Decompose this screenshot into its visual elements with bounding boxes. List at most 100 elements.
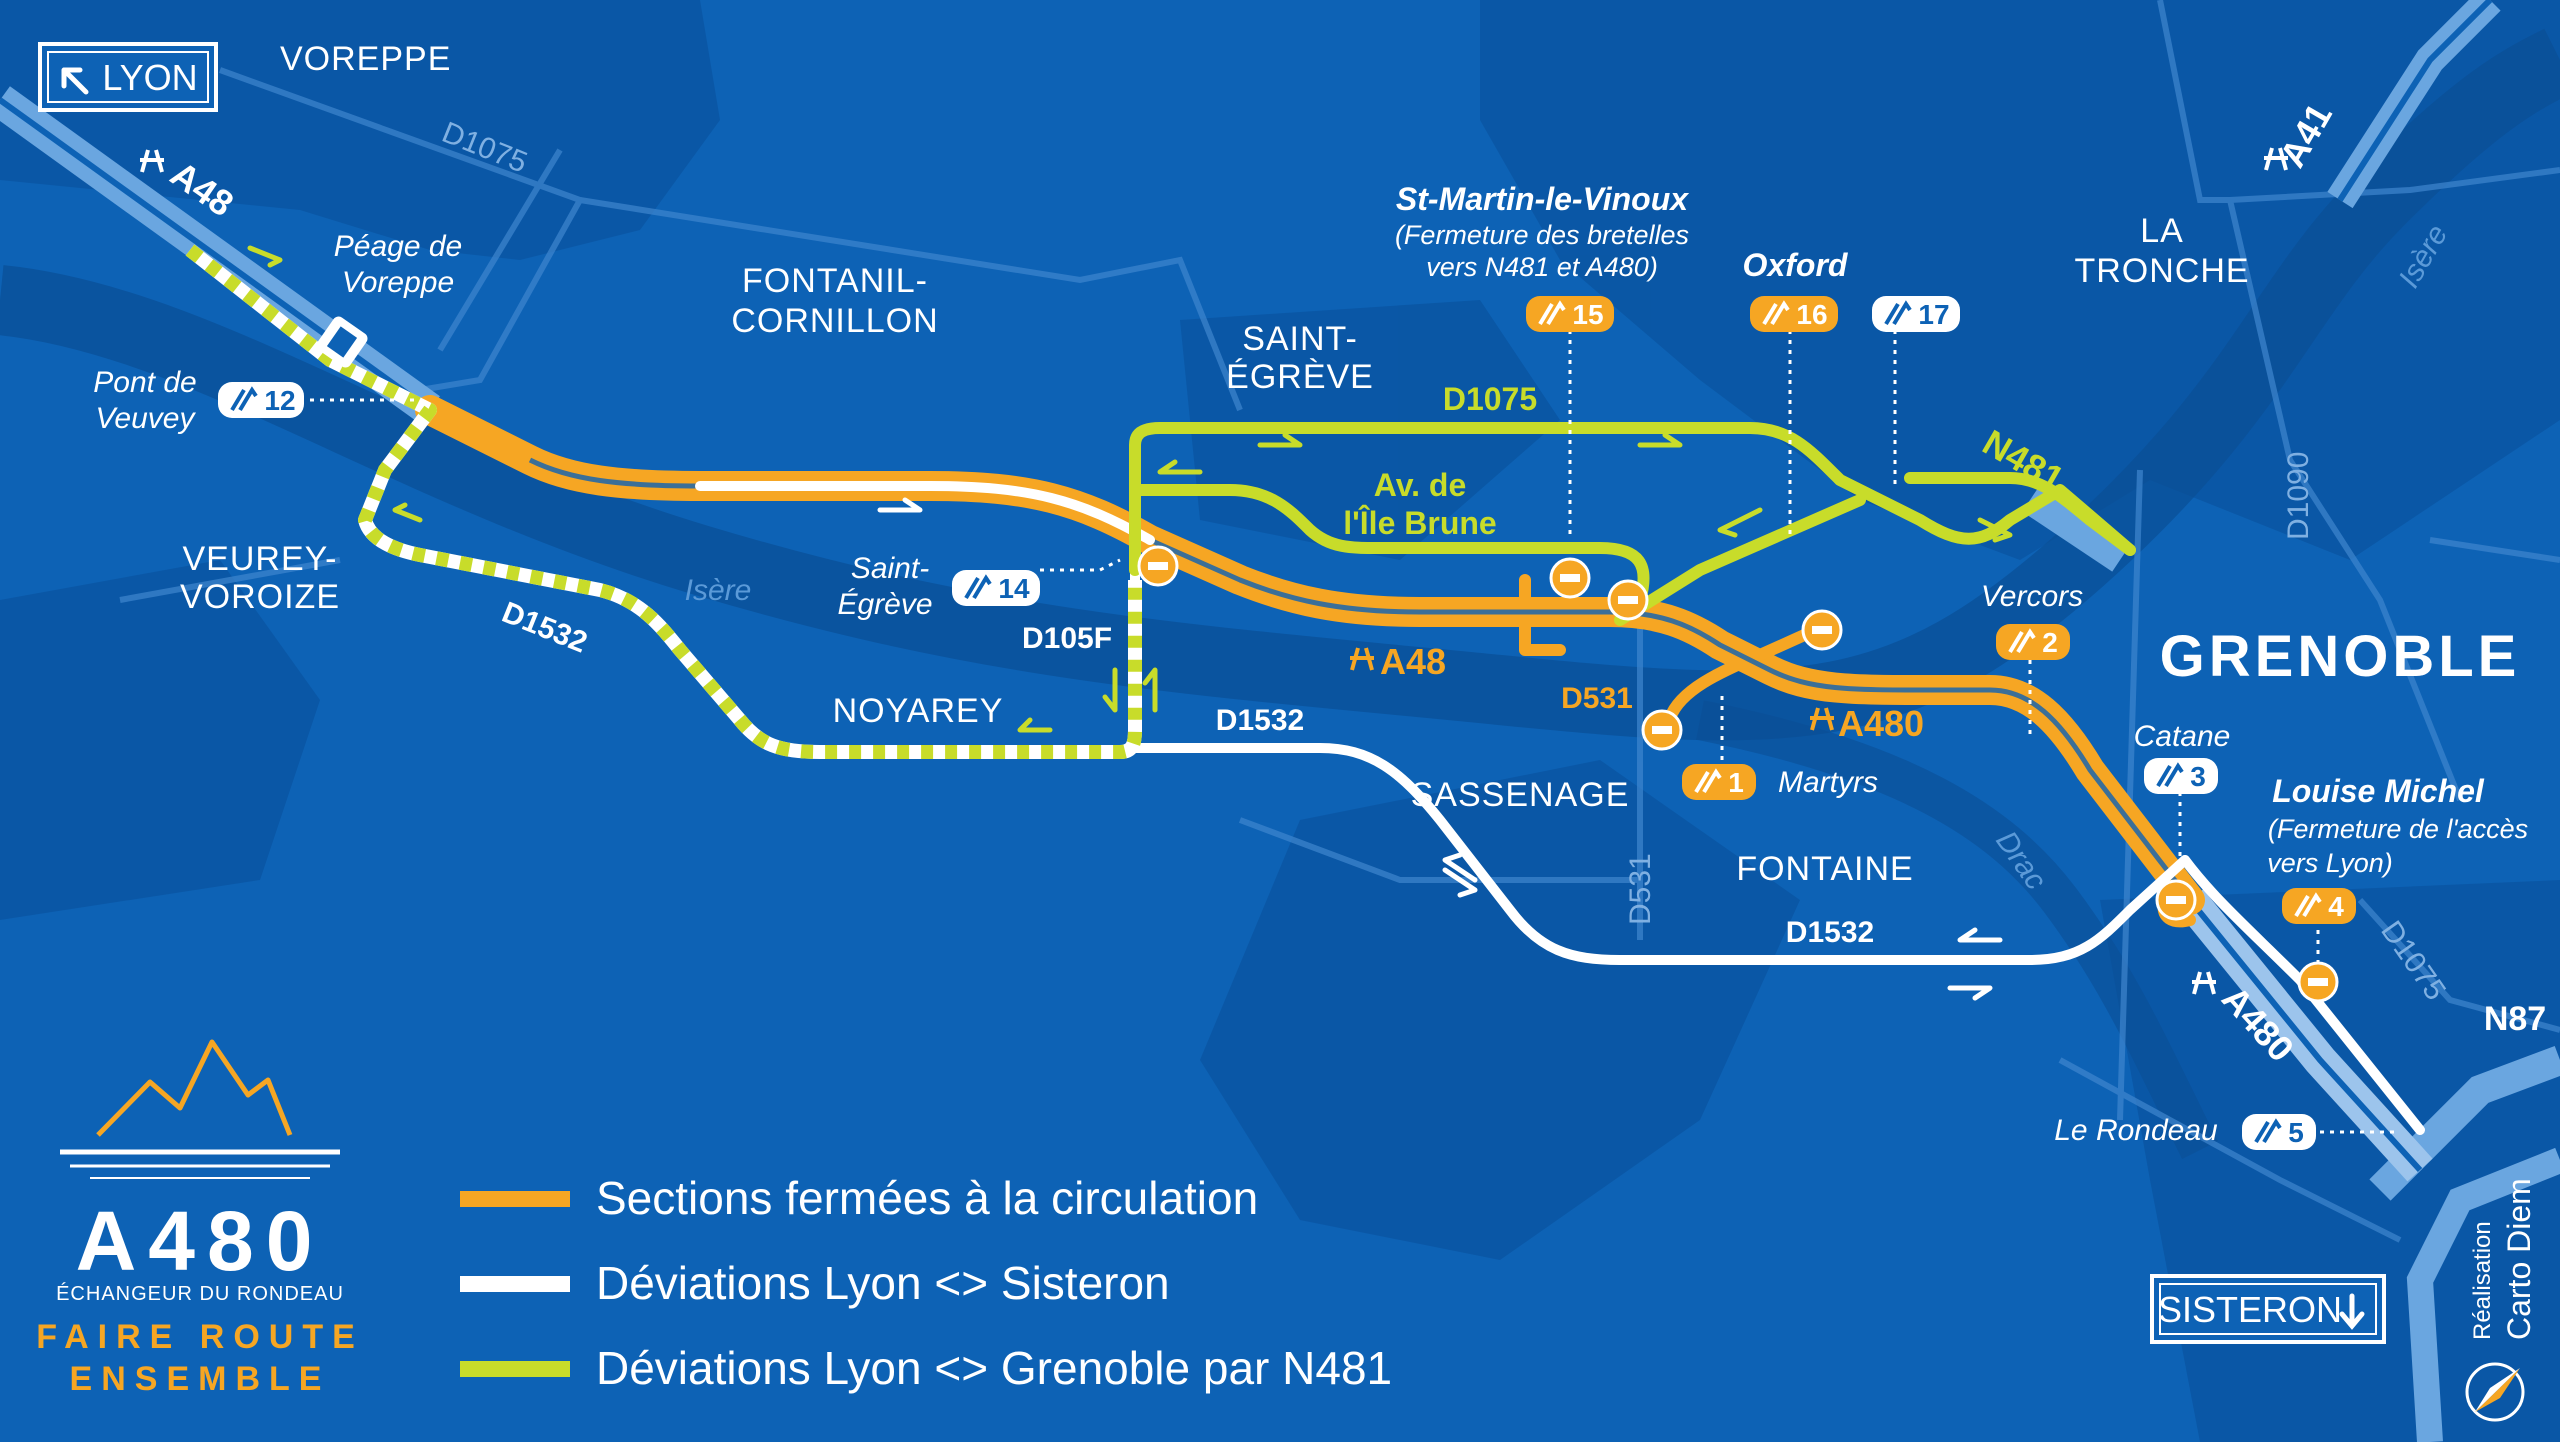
highway-icon [1810,707,1834,731]
av-ile-brune-green [1129,484,1866,626]
road-d1532-bottom: D1532 [1786,916,1874,949]
place-veurey-2: VOROIZE [180,578,340,616]
svg-text:3: 3 [2190,761,2206,792]
exit-badge-16: 16 [1750,296,1838,332]
direction-sisteron-sign: SISTERON [2150,1274,2386,1344]
drac-river [1696,700,2218,1159]
exit-badge-12: 12 [218,382,304,418]
road-d105f: D105F [1022,622,1112,655]
green-detours [1129,422,2136,626]
mountain-icon [60,1039,340,1179]
exit-icon [2156,762,2184,788]
road-d1090: D1090 [2282,452,2315,540]
road-d1075-yellow: D1075 [1443,381,1537,417]
compass-icon [2465,1362,2525,1422]
label-martyrs: Martyrs [1778,766,1878,799]
svg-text:Déviations Lyon <> Sisteron: Déviations Lyon <> Sisteron [596,1257,1170,1309]
label-st-martin: St-Martin-le-Vinoux [1396,181,1689,217]
exit-icon [2254,1118,2282,1144]
legend-item-green-detour: Déviations Lyon <> Grenoble par N481 [460,1342,1392,1394]
label-louise-note-1: (Fermeture de l'accès [2268,814,2528,844]
road-d531-vertical: D531 [1624,853,1657,925]
legend-item-white-detour: Déviations Lyon <> Sisteron [460,1257,1170,1309]
d1532-white [1130,565,2190,965]
no-entry-icon [1641,709,1683,751]
label-peage-1: Péage de [334,230,462,263]
no-entry-icon [2297,961,2339,1003]
legend-item-closed: Sections fermées à la circulation [460,1172,1258,1224]
exit-badge-14: 14 [952,570,1040,606]
place-grenoble: GRENOBLE [2160,624,2521,689]
label-st-egreve-2: Égrève [837,588,932,621]
label-st-martin-note-2: vers N481 et A480) [1426,252,1658,282]
svg-text:Déviations Lyon <> Grenoble pa: Déviations Lyon <> Grenoble par N481 [596,1342,1392,1394]
credit: Réalisation Carto Diem [2465,1178,2537,1422]
label-catane: Catane [2134,720,2231,753]
st-martin-ramps [1519,574,1566,656]
svg-text:5: 5 [2288,1117,2304,1148]
exit-icon [2008,628,2036,654]
exit-badge-3: 3 [2144,758,2218,794]
d1075-green [1129,422,2136,576]
road-n87: N87 [2484,1000,2546,1038]
toll-gate-icon [316,316,368,368]
logo-title: A480 [76,1194,325,1288]
svg-text:SISTERON: SISTERON [2158,1289,2342,1330]
road-av-ile-brune-2: l'Île Brune [1343,505,1496,541]
no-entry-icon [2155,879,2197,921]
label-louise-note-2: vers Lyon) [2267,848,2393,878]
place-la-tronche-2: TRONCHE [2074,252,2249,290]
isere-river [0,28,2560,741]
d531-closed [1664,622,1826,724]
exit-badge-15: 15 [1526,296,1614,332]
highway-icon [140,149,164,173]
label-pont-1: Pont de [93,366,196,399]
place-la-tronche-1: LA [2140,212,2184,250]
road-a480-mid: A480 [1838,703,1924,744]
label-st-martin-note-1: (Fermeture des bretelles [1395,220,1689,250]
credit-line-1: Réalisation [2469,1221,2496,1340]
no-entry-icon [1137,545,1179,587]
place-voreppe: VOREPPE [280,40,451,78]
place-saint-egreve-1: SAINT- [1242,320,1358,358]
label-pont-2: Veuvey [96,402,197,435]
svg-text:12: 12 [264,385,295,416]
svg-text:4: 4 [2328,891,2344,922]
highway-icon [2192,971,2216,995]
svg-text:16: 16 [1796,299,1827,330]
label-oxford: Oxford [1743,247,1849,283]
exit-icon [1538,300,1566,326]
exit-icon [964,574,992,600]
label-louise-michel: Louise Michel [2272,773,2485,809]
exit-badge-17: 17 [1872,296,1960,332]
no-entry-icon [1801,609,1843,651]
exit-badge-1: 1 [1682,764,1756,800]
svg-text:14: 14 [998,573,1030,604]
highway-icon [1350,647,1374,671]
exit-icon [1762,300,1790,326]
arrow-down-icon [2339,1293,2365,1330]
white-detours [695,481,2425,1135]
svg-text:1: 1 [1728,767,1744,798]
exit-icon [1694,768,1722,794]
svg-text:Sections fermées à la circulat: Sections fermées à la circulation [596,1172,1258,1224]
svg-text:15: 15 [1572,299,1603,330]
n481-continuation [2022,488,2128,572]
place-veurey-1: VEUREY- [182,540,337,578]
svg-text:2: 2 [2042,627,2058,658]
label-st-egreve-1: Saint- [851,552,929,585]
credit-line-2: Carto Diem [2501,1178,2537,1340]
exit-badge-2: 2 [1996,624,2070,660]
highway-icon [2264,147,2288,171]
road-a48-mid: A48 [1380,641,1446,682]
place-noyarey: NOYAREY [833,692,1004,730]
n481-green [1904,472,2136,556]
logo-subtitle: ÉCHANGEUR DU RONDEAU [56,1282,344,1305]
exit-icon [1884,300,1912,326]
road-av-ile-brune-1: Av. de [1374,467,1466,503]
a48-white-detour [695,481,1155,545]
direction-lyon-sign: LYON [38,42,218,112]
green-dashed-detour [185,244,1142,759]
a480-logo: A480 ÉCHANGEUR DU RONDEAU FAIRE ROUTE EN… [36,1039,355,1398]
